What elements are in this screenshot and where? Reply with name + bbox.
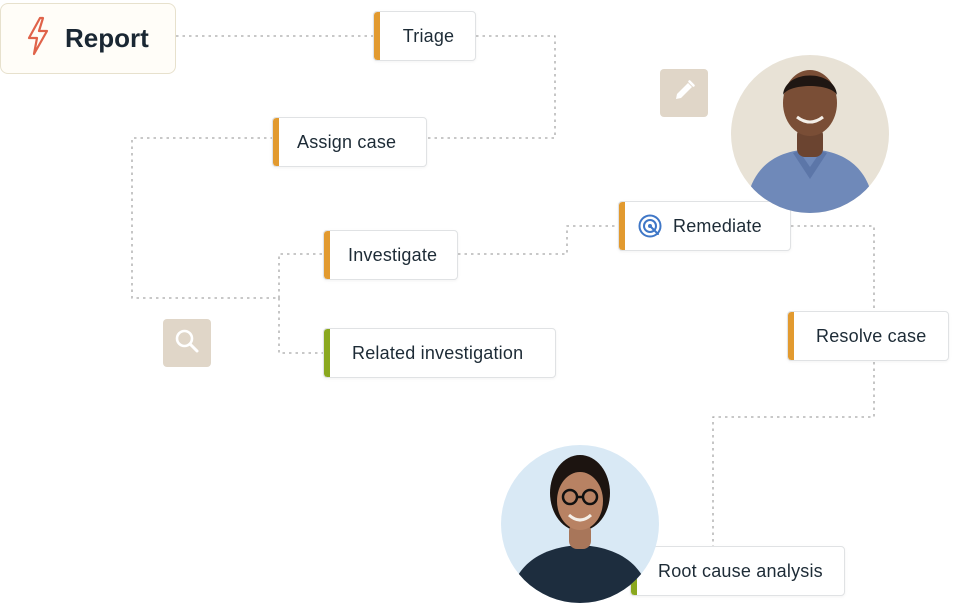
magnifier-icon <box>173 327 201 360</box>
edit-tile <box>660 69 708 117</box>
step-assign-case-label: Assign case <box>297 131 397 152</box>
woman-avatar <box>501 445 659 603</box>
lightning-bolt-icon <box>25 16 51 61</box>
step-investigate[interactable]: Investigate <box>323 230 458 280</box>
step-assign-case[interactable]: Assign case <box>272 117 427 167</box>
target-icon <box>637 213 663 239</box>
report-card[interactable]: Report <box>0 3 176 74</box>
connector-remediate-resolve <box>791 225 875 311</box>
step-root-cause-analysis-label: Root cause analysis <box>658 560 823 581</box>
step-triage-label: Triage <box>402 25 455 46</box>
pencil-icon <box>671 78 697 109</box>
step-root-cause-analysis[interactable]: Root cause analysis <box>630 546 845 596</box>
step-resolve-case-label: Resolve case <box>816 325 927 346</box>
connector-triage-assign <box>427 35 556 139</box>
step-resolve-case[interactable]: Resolve case <box>787 311 949 361</box>
man-avatar <box>731 55 889 213</box>
report-label: Report <box>65 23 149 53</box>
step-related-investigation[interactable]: Related investigation <box>323 328 556 378</box>
connector-branch-investigate <box>278 253 324 298</box>
step-remediate-label: Remediate <box>673 215 762 236</box>
connector-resolve-rootcause <box>712 362 875 546</box>
connector-assign-branch <box>131 137 279 299</box>
connector-investigate-remediate <box>458 225 619 255</box>
search-tile <box>163 319 211 367</box>
step-related-investigation-label: Related investigation <box>352 342 524 363</box>
step-remediate[interactable]: Remediate <box>618 201 791 251</box>
step-triage[interactable]: Triage <box>373 11 476 61</box>
connector-branch-related <box>278 298 324 354</box>
step-investigate-label: Investigate <box>348 244 438 265</box>
